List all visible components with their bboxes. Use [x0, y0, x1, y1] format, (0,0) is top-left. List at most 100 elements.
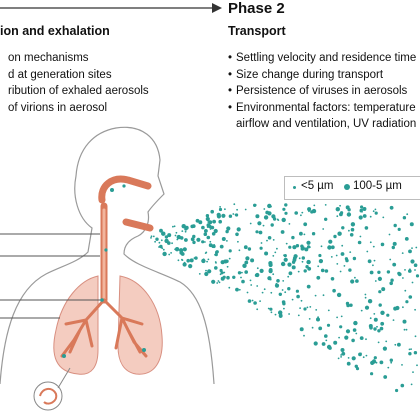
- aerosol-particle-large: [155, 237, 159, 241]
- aerosol-particle-small: [174, 248, 177, 251]
- aerosol-particle-large: [357, 240, 362, 245]
- aerosol-particle-small: [263, 288, 266, 291]
- aerosol-particle-large: [270, 223, 274, 227]
- aerosol-particle-large: [389, 358, 393, 362]
- aerosol-particle-large: [204, 271, 209, 277]
- aerosol-particle-small: [339, 270, 342, 273]
- legend-small-label: <5 µm: [301, 180, 334, 192]
- exhaled-aerosol-cloud: [150, 203, 420, 393]
- aerosol-particle-small: [297, 270, 300, 273]
- aerosol-particle-small: [172, 225, 174, 228]
- particle-size-legend: <5 µm 100-5 µm: [284, 176, 420, 200]
- aerosol-particle-large: [326, 344, 332, 350]
- aerosol-particle-large: [392, 262, 397, 267]
- aerosol-particle-large: [255, 272, 260, 278]
- aerosol-particle-small: [256, 267, 259, 270]
- aerosol-particle-large: [378, 290, 382, 294]
- aerosol-particle-small: [327, 309, 330, 312]
- aerosol-particle-large: [263, 215, 269, 220]
- aerosol-particle-large: [295, 244, 300, 248]
- aerosol-particle-large: [355, 279, 359, 283]
- aerosol-particle-small: [411, 247, 413, 250]
- aerosol-particle-small: [237, 240, 239, 243]
- aerosol-particle-small: [160, 239, 163, 242]
- body-outline: [0, 126, 215, 385]
- aerosol-particle-large: [307, 245, 311, 249]
- aerosol-particle-large: [189, 258, 194, 263]
- aerosol-particle-large: [242, 263, 247, 268]
- aerosol-particle-large: [378, 303, 382, 307]
- aerosol-particle-small: [314, 294, 317, 297]
- aerosol-particle-small: [374, 280, 377, 282]
- aerosol-particle-small: [287, 275, 290, 278]
- aerosol-particle-small: [281, 289, 284, 291]
- aerosol-particle-large: [284, 211, 288, 215]
- aerosol-particle-small: [193, 257, 196, 259]
- aerosol-particle-small: [411, 281, 414, 284]
- aerosol-particle-large: [350, 222, 356, 227]
- aerosol-particle-large: [370, 360, 375, 365]
- phase-2-item: Size change during transport: [228, 67, 416, 84]
- aerosol-particle-large: [318, 253, 322, 258]
- aerosol-particle-large: [318, 259, 323, 264]
- aerosol-particle-small: [214, 253, 216, 256]
- aerosol-particle-small: [152, 235, 155, 238]
- aerosol-particle-large: [341, 226, 345, 230]
- aerosol-particle-small: [288, 223, 291, 225]
- aerosol-particle-large: [212, 219, 217, 224]
- aerosol-particle-small: [272, 273, 275, 276]
- aerosol-particle-small: [205, 269, 207, 272]
- aerosol-particle-large: [210, 209, 214, 214]
- aerosol-particle-large: [340, 252, 345, 256]
- aerosol-particle-large: [292, 258, 297, 262]
- aerosol-particle-small: [320, 245, 323, 248]
- aerosol-particle-large: [386, 313, 390, 317]
- aerosol-particle-large: [198, 220, 203, 225]
- aerosol-particle-large: [211, 232, 216, 236]
- aerosol-particle-small: [256, 308, 259, 311]
- large-particle-swatch: [344, 184, 350, 190]
- aerosol-particle-large: [408, 269, 412, 273]
- aerosol-particle-small: [274, 313, 277, 316]
- aerosol-particle-small: [336, 316, 338, 319]
- aerosol-particle-large: [339, 212, 343, 217]
- aerosol-particle-small: [388, 233, 391, 236]
- aerosol-particle-small: [340, 315, 343, 318]
- aerosol-particle-small: [405, 328, 408, 331]
- aerosol-particle-large: [210, 225, 215, 230]
- aerosol-particle-small: [372, 210, 375, 213]
- aerosol-particle-small: [297, 314, 300, 317]
- aerosol-particle-large: [221, 213, 226, 218]
- aerosol-particle-large: [337, 231, 342, 236]
- aerosol-particle-large: [162, 251, 167, 257]
- aerosol-particle-small: [369, 215, 372, 218]
- aerosol-particle-large: [359, 208, 363, 213]
- aerosol-particle-small: [249, 222, 252, 225]
- aerosol-particle-small: [343, 265, 346, 267]
- aerosol-particle-small: [369, 241, 372, 244]
- aerosol-particle-large: [383, 375, 388, 379]
- aerosol-particle-large: [244, 260, 249, 265]
- aerosol-particle-small: [261, 291, 264, 294]
- aerosol-particle-large: [362, 207, 367, 211]
- aerosol-particle-large: [220, 271, 224, 275]
- aerosol-particle-large: [267, 211, 272, 216]
- aerosol-particle-small: [162, 248, 165, 251]
- phase-1-item: d at generation sites: [8, 68, 112, 81]
- aerosol-particle-small: [272, 239, 275, 241]
- aerosol-particle-small: [376, 325, 378, 328]
- aerosol-particle-large: [221, 237, 226, 241]
- aerosol-particle-small: [263, 208, 266, 210]
- label-pointer-lines: [0, 233, 102, 319]
- aerosol-particle-large: [379, 326, 384, 331]
- aerosol-particle-small: [360, 352, 362, 355]
- aerosol-particle-small: [283, 254, 285, 257]
- aerosol-particle-small: [204, 241, 206, 243]
- aerosol-particle-small: [306, 306, 309, 309]
- aerosol-particle-small: [340, 354, 342, 356]
- aerosol-particle-large: [382, 346, 387, 351]
- aerosol-particle-small: [183, 261, 186, 264]
- aerosol-particle-large: [335, 207, 340, 212]
- aerosol-particle-small: [392, 319, 395, 321]
